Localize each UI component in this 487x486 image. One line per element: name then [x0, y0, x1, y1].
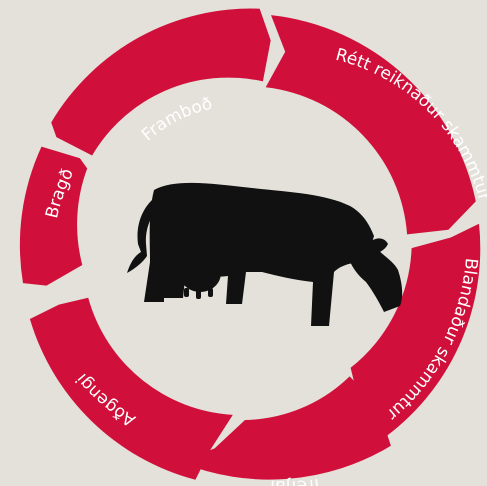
label-frambod: Framboð — [138, 94, 214, 145]
cycle-ring — [19, 8, 481, 480]
segment-bragd — [19, 146, 88, 286]
cow-grazing-icon — [127, 182, 403, 326]
segment-rett-reiknadur-skammtur — [265, 15, 476, 235]
segment-frambod — [51, 8, 271, 156]
label-trefjar: Trefjar — [267, 473, 324, 486]
segment-trefjar — [180, 376, 391, 480]
segment-adgengi — [29, 297, 233, 480]
segment-blandadur-skammtur — [350, 223, 481, 442]
